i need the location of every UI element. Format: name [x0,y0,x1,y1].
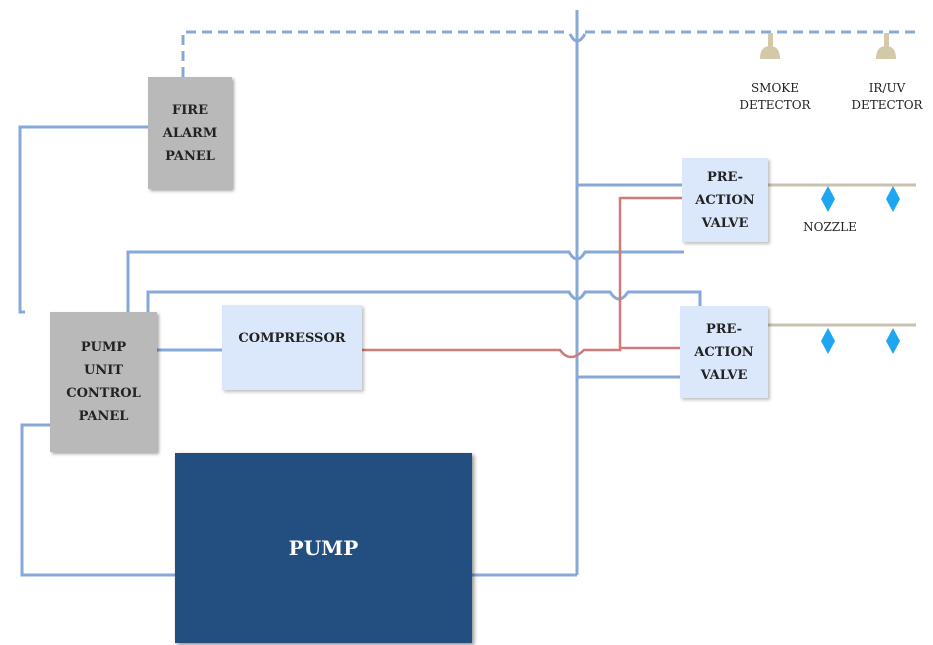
valve-label-line: ACTION [694,344,754,360]
nozzle-label: NOZZLE [803,220,857,234]
smoke-detector-label-line: DETECTOR [739,98,811,112]
control-to-pump-line [20,423,175,577]
pre-action-valve-bottom: PRE- ACTION VALVE [680,306,768,398]
valve-label-line: PRE- [705,321,743,337]
ir-uv-detector-label-line: IR/UV [868,81,906,95]
control-signal-line-bottom [146,290,702,312]
valve-label-line: VALVE [701,215,749,231]
alarm-to-control-line [18,125,148,314]
control-panel-line: PANEL [78,409,129,424]
control-signal-line-top [126,250,684,312]
smoke-detector-label-line: SMOKE [750,81,800,95]
valve-label-line: ACTION [695,192,755,208]
compressor-label: COMPRESSOR [238,331,346,346]
pump-unit-control-panel: PUMP UNIT CONTROL PANEL [50,312,157,452]
compressor: COMPRESSOR [222,305,362,390]
control-panel-line: PUMP [80,340,127,355]
control-panel-line: CONTROL [66,386,141,401]
fire-alarm-panel-line: PANEL [165,148,215,164]
nozzle-icon [821,186,835,212]
nozzle-icon [821,328,835,354]
ir-uv-detector-label-line: DETECTOR [851,98,923,112]
compressor-air-line [362,196,684,359]
detector-signal-line [181,30,920,77]
valve-label-line: VALVE [700,367,748,383]
pump: PUMP [175,453,472,643]
smoke-detector-icon [760,33,780,59]
fire-alarm-panel: FIRE ALARM PANEL [148,77,232,189]
valve-label-line: PRE- [706,169,744,185]
fire-alarm-panel-line: FIRE [171,102,209,118]
nozzle-icon [886,328,900,354]
fire-alarm-panel-line: ALARM [162,125,218,141]
smoke-detector-label: SMOKE DETECTOR [735,80,815,114]
control-panel-line: UNIT [84,363,123,378]
ir-uv-detector-label: IR/UV DETECTOR [845,80,929,114]
ir-uv-detector-icon [876,33,896,59]
pre-action-valve-top: PRE- ACTION VALVE [682,158,768,242]
pump-label: PUMP [288,535,359,560]
nozzle-icon [886,186,900,212]
